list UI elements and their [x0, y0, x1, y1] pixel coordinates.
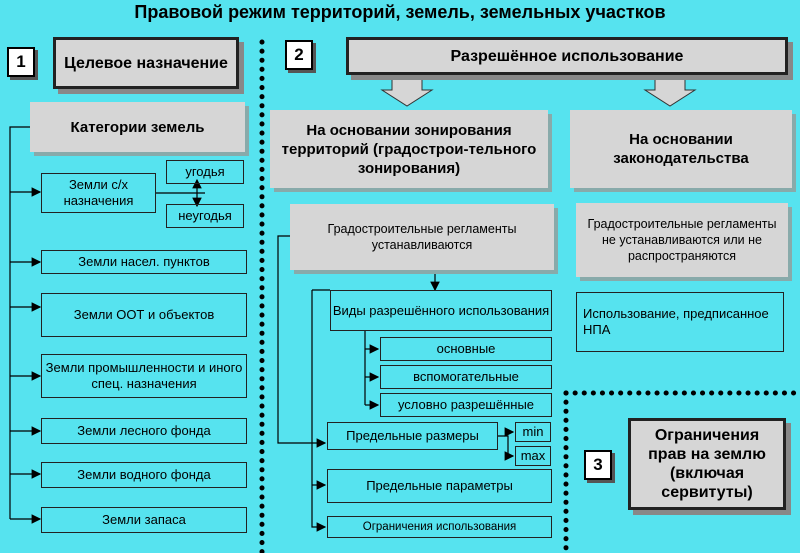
land-agri: Земли с/х назначения — [41, 173, 156, 213]
limit-max: max — [515, 446, 551, 466]
limit-min: min — [515, 422, 551, 442]
zoning-basis: На основании зонирования территорий (гра… — [270, 110, 548, 188]
limit-sizes: Предельные размеры — [327, 422, 498, 450]
header-rights-restrictions: Ограничения прав на землю (включая серви… — [628, 418, 786, 510]
regulations-not-set: Градостроительные регламенты не устанавл… — [576, 203, 788, 277]
land-settlements: Земли насел. пунктов — [41, 250, 247, 274]
land-agri-useful: угодья — [166, 160, 244, 184]
land-categories-header: Категории земель — [30, 102, 245, 152]
npa-use: Использование, предписанное НПА — [576, 292, 784, 352]
section-number-1: 1 — [7, 47, 35, 77]
section-number-3: 3 — [584, 450, 612, 480]
land-water: Земли водного фонда — [41, 462, 247, 488]
land-agri-useless: неугодья — [166, 204, 244, 228]
regulations-set: Градостроительные регламенты устанавлива… — [290, 204, 554, 270]
limit-params: Предельные параметры — [327, 469, 552, 503]
land-protected: Земли ООТ и объектов — [41, 293, 247, 337]
header-target-purpose: Целевое назначение — [53, 37, 239, 89]
use-type-conditional: условно разрешённые — [380, 393, 552, 417]
land-forest: Земли лесного фонда — [41, 418, 247, 444]
land-industry: Земли промышленности и иного спец. назна… — [41, 354, 247, 398]
section-number-2: 2 — [285, 40, 313, 70]
use-type-main: основные — [380, 337, 552, 361]
use-type-auxiliary: вспомогательные — [380, 365, 552, 389]
page-title: Правовой режим территорий, земель, земел… — [134, 2, 666, 22]
land-reserve: Земли запаса — [41, 507, 247, 533]
header-permitted-use: Разрешённое использование — [346, 37, 788, 75]
permitted-use-types: Виды разрешённого использования — [330, 290, 552, 331]
use-restrictions: Ограничения использования — [327, 516, 552, 538]
law-basis: На основании законодательства — [570, 110, 792, 188]
